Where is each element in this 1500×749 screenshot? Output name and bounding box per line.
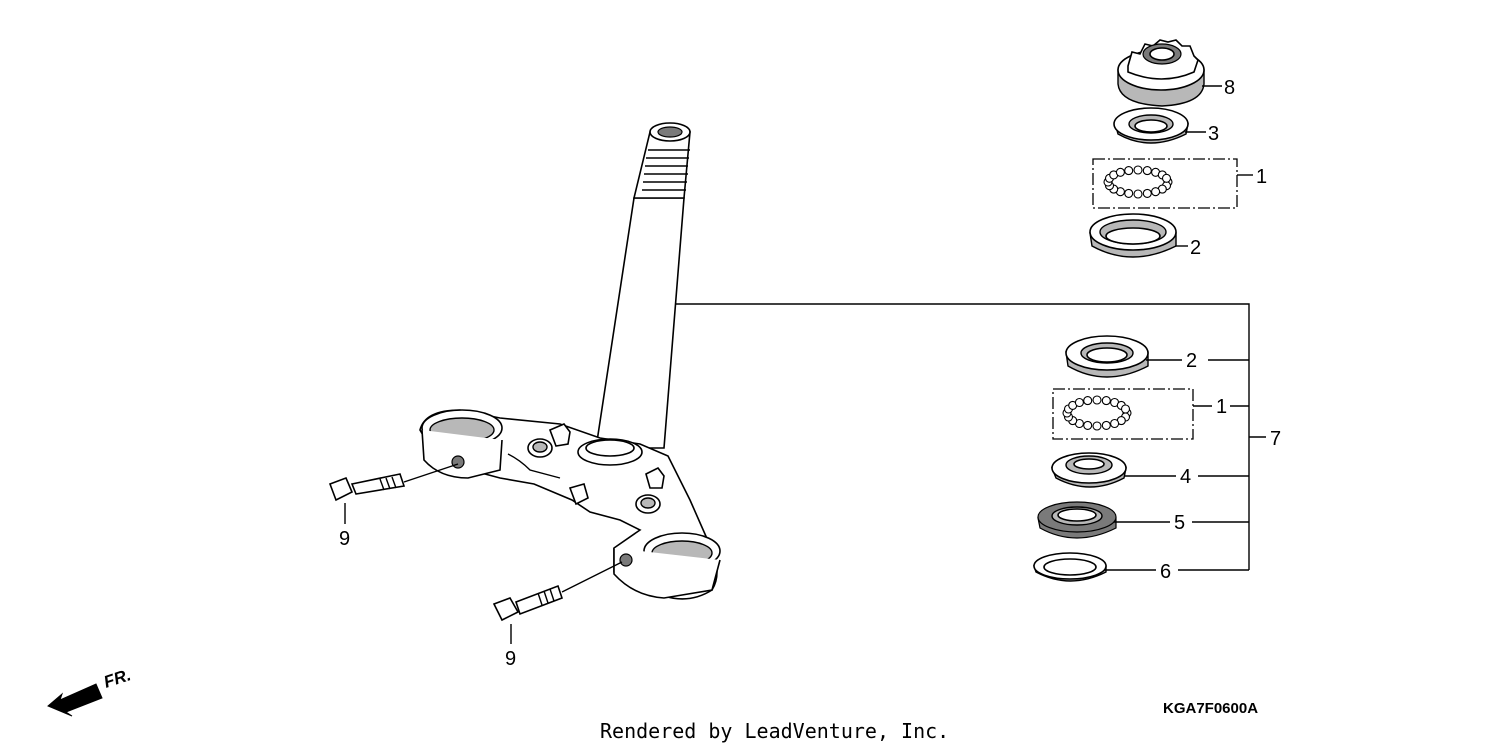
bearing-ball (1124, 188, 1134, 198)
part-5-dust-seal (1037, 501, 1117, 539)
bearing-ball (1142, 166, 1152, 176)
bearing-ball (1074, 397, 1084, 408)
callout-2-lower: 2 (1186, 350, 1197, 372)
upper-leader-lines (1175, 85, 1253, 247)
callout-7: 7 (1270, 428, 1281, 450)
part-1-lower-ball-bearing (1052, 388, 1194, 440)
bearing-ball (1101, 420, 1111, 430)
bearing-ball (1115, 167, 1125, 177)
part-9-right-pinch-bolt (492, 561, 623, 644)
callout-2-upper: 2 (1190, 237, 1201, 259)
callout-1-lower: 1 (1216, 396, 1227, 418)
callout-8: 8 (1224, 77, 1235, 99)
bearing-ball (1151, 187, 1161, 197)
bearing-ball (1124, 166, 1134, 176)
lower-leader-lines (667, 303, 1266, 571)
bearing-ball (1133, 189, 1143, 199)
part-2-upper-ball-race (1089, 213, 1177, 258)
bearing-ball (1083, 396, 1093, 406)
callout-9-left: 9 (339, 528, 350, 550)
bearing-ball (1133, 165, 1143, 175)
bearing-ball (1101, 396, 1111, 406)
bearing-ball (1092, 421, 1102, 431)
callout-9-right: 9 (505, 648, 516, 670)
bearing-ball (1083, 420, 1093, 430)
part-2-lower-ball-race (1065, 335, 1149, 378)
fr-label: FR. (101, 665, 133, 692)
part-8-stem-nut (1117, 39, 1205, 107)
credit-text: Rendered by LeadVenture, Inc. (600, 719, 949, 743)
diagram-code: KGA7F0600A (1163, 700, 1258, 717)
part-4-lower-cone-race (1050, 452, 1127, 488)
bearing-ball (1142, 188, 1152, 198)
part-9-left-pinch-bolt (328, 463, 459, 524)
bearing-ball (1120, 404, 1131, 414)
callout-4: 4 (1180, 466, 1191, 488)
stem-threads (642, 149, 690, 191)
part-6-washer (1033, 552, 1107, 582)
callout-1-upper: 1 (1256, 166, 1267, 188)
bearing-ball (1110, 418, 1120, 429)
bearing-ball (1161, 173, 1172, 183)
callout-6: 6 (1160, 561, 1171, 583)
part-1-upper-ball-bearing (1092, 158, 1238, 209)
callout-3: 3 (1208, 123, 1219, 145)
front-direction-arrow: FR. (47, 665, 133, 717)
callout-5: 5 (1174, 512, 1185, 534)
bearing-ball (1092, 395, 1102, 405)
steering-stem (419, 122, 721, 600)
part-3-upper-cone-race (1113, 107, 1189, 144)
